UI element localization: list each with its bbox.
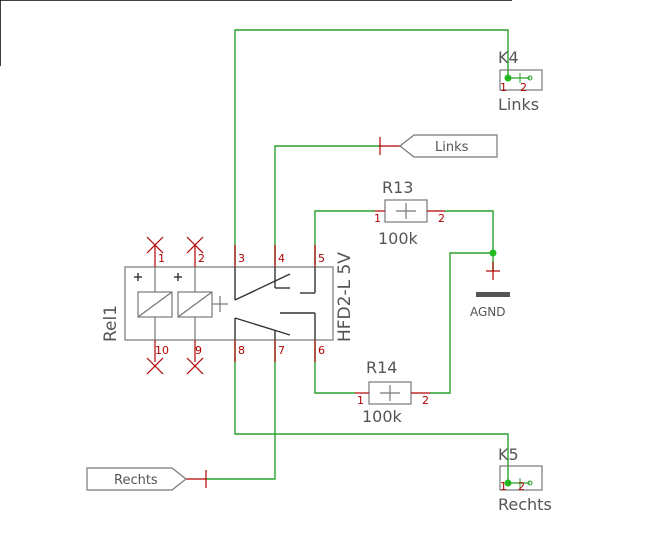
connector-k4[interactable]: 1 2 K4 Links [498,48,543,114]
ground-label: AGND [470,305,506,319]
pin-label: 1 [500,480,507,493]
relay-bottom-pins [154,340,316,362]
resistor-r13[interactable]: 1 2 R13 100k [374,178,445,248]
pin-label: 10 [155,344,169,357]
pin-label: 9 [195,344,202,357]
pin-label: 1 [500,81,507,94]
pin-label: 2 [438,212,445,225]
connector-body [499,465,543,491]
net-label-text: Links [435,140,469,155]
net-label-shape [399,134,498,158]
pin-label: 1 [158,252,165,265]
wire-junction-r14 [430,252,493,394]
net-label-links[interactable]: Links [379,134,498,158]
pin-label: 3 [238,252,245,265]
wire-pin7-rechts [206,342,276,480]
pin-label: 8 [238,344,245,357]
resistor-r14[interactable]: 1 2 R14 100k [355,358,430,426]
relay-rel1[interactable]: 1 2 3 4 5 10 9 8 7 6 Rel1 HFD2-L 5V [101,236,355,375]
relay-name: Rel1 [101,305,121,342]
ground-agnd[interactable]: AGND [470,262,510,319]
pin-label: 7 [278,344,285,357]
relay-top-pins [154,245,316,267]
resistor-value: 100k [362,407,403,426]
resistor-value: 100k [378,229,419,248]
net-label-shape [86,467,187,491]
pin-label: 2 [518,480,525,493]
pin-label: 2 [198,252,205,265]
wires [206,29,509,483]
sheet-frame [0,0,512,66]
wire-r13-junction [445,210,494,253]
connector-name: K4 [498,48,519,67]
wire-pin4-links [274,145,380,265]
ground-bar [476,292,510,297]
junction-dot [489,249,497,257]
resistor-name: R14 [366,358,397,377]
no-connect-marks [146,236,204,375]
connector-value: Rechts [498,495,552,514]
net-label-rechts[interactable]: Rechts [86,467,207,491]
pin-label: 4 [278,252,285,265]
pin-label: 1 [357,394,364,407]
connector-k5[interactable]: 1 2 K5 Rechts [498,445,552,514]
connector-name: K5 [498,445,519,464]
relay-contacts [234,267,316,340]
relay-coils [134,267,228,340]
net-label-text: Rechts [114,473,158,488]
pin-label: 5 [318,252,325,265]
connector-body [499,69,543,91]
wire-pin3-k4 [234,29,509,265]
pin-label: 2 [422,394,429,407]
wire-pin8-k5 [234,342,509,483]
pin-label: 2 [520,81,527,94]
relay-value: HFD2-L 5V [335,252,355,342]
pin-label: 1 [374,212,381,225]
connector-value: Links [498,95,539,114]
resistor-name: R13 [382,178,413,197]
relay-pin-numbers: 1 2 3 4 5 10 9 8 7 6 [155,252,325,357]
relay-body [124,266,334,341]
pin-label: 6 [318,344,325,357]
